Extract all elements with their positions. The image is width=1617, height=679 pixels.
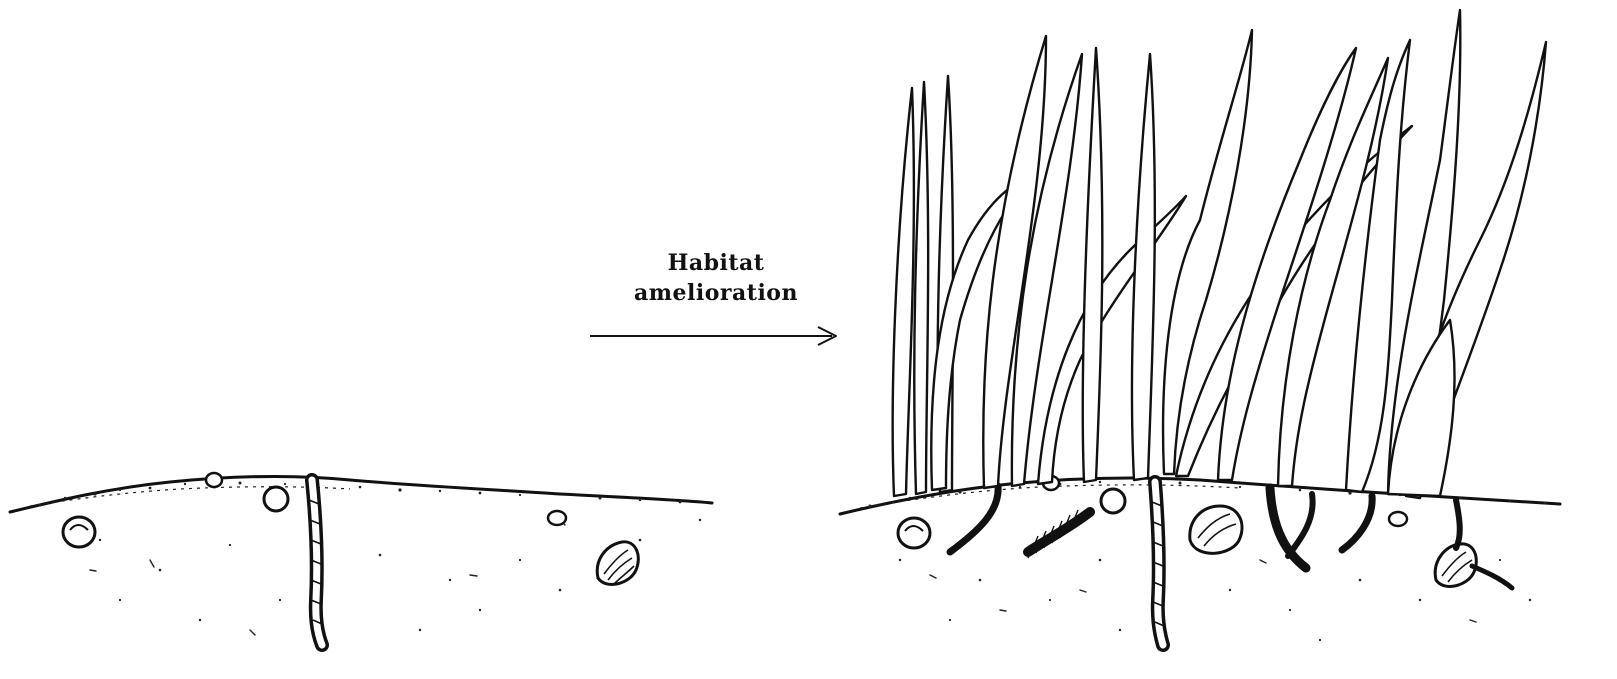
clam-shell xyxy=(1190,506,1242,553)
worm-burrow xyxy=(1152,482,1164,645)
pebble xyxy=(898,518,930,548)
pebble xyxy=(206,473,222,487)
pebble xyxy=(548,511,566,525)
arrow-label-line2: amelioration xyxy=(588,278,844,308)
arrow-label-line1: Habitat xyxy=(588,248,844,278)
vegetated-sediment-panel xyxy=(840,10,1560,645)
crustacean xyxy=(1028,510,1090,558)
transition-arrow xyxy=(590,327,836,345)
pebble xyxy=(1101,489,1125,513)
seagrass-blades xyxy=(893,10,1546,498)
pebble xyxy=(1389,512,1407,526)
pebble xyxy=(63,517,95,547)
pebble xyxy=(264,487,288,511)
worm-burrow xyxy=(309,480,322,645)
bare-sediment-panel xyxy=(10,473,712,645)
sediment-surface-left xyxy=(10,476,712,512)
clam-shell xyxy=(597,542,638,585)
arrow-label: Habitat amelioration xyxy=(588,248,844,308)
clam-shell xyxy=(1435,544,1512,588)
